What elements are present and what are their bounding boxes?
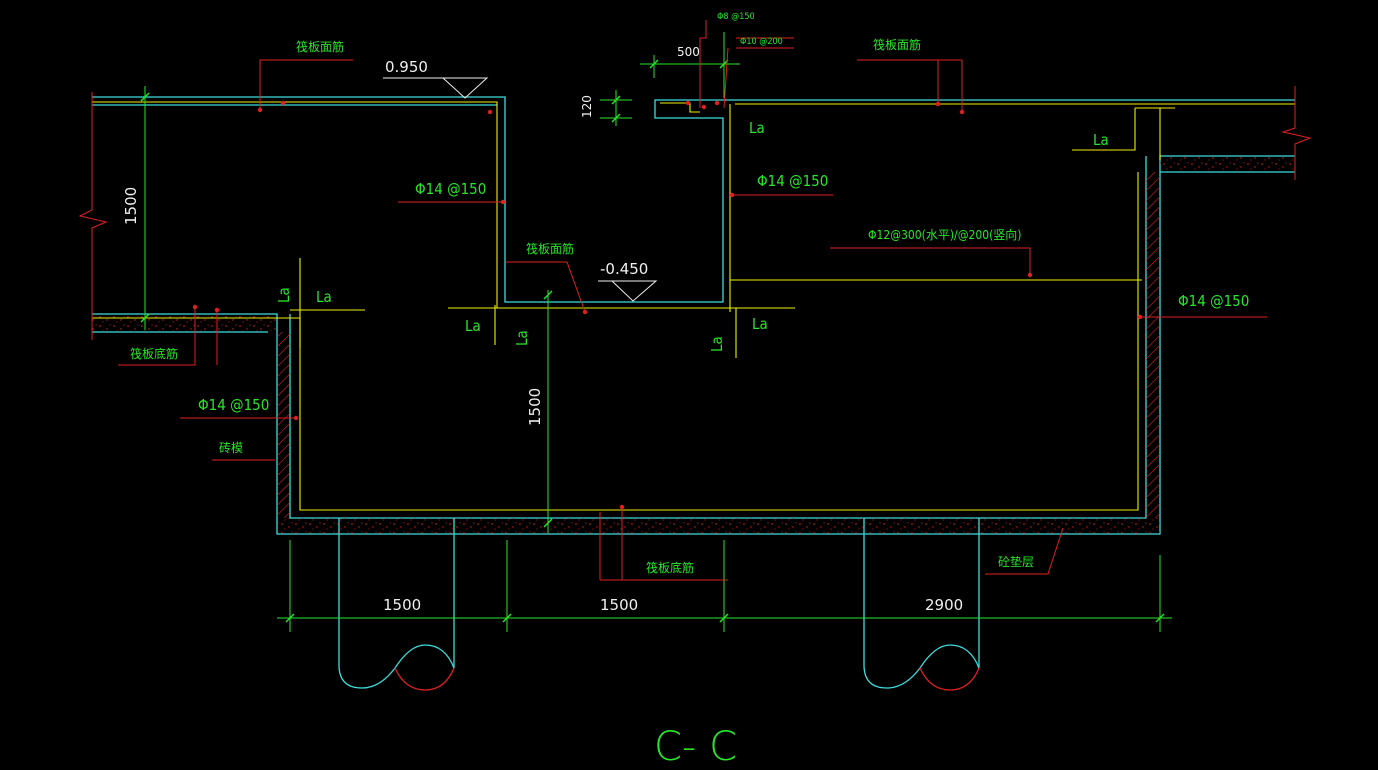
label-raft-top-bar-right: 筏板面筋	[873, 37, 921, 52]
level-marker-mid	[598, 280, 658, 302]
rebar-lines	[92, 101, 1295, 511]
dim-500: 500	[677, 45, 700, 59]
label-la-8: La	[1093, 131, 1109, 149]
label-raft-bottom-bar-bottom: 筏板底筋	[646, 560, 694, 575]
pile-arcs	[394, 644, 980, 691]
label-la-6: La	[708, 336, 726, 352]
leader-dots	[192, 100, 1143, 510]
dim-120: 120	[580, 95, 594, 118]
dim-left-height: 1500	[122, 187, 140, 225]
dim-span-3: 2900	[925, 596, 963, 614]
label-phi10: Φ10 @200	[740, 37, 783, 47]
label-la-4: La	[513, 330, 531, 346]
label-la-3: La	[465, 317, 481, 335]
right-slab-cushion	[1160, 157, 1295, 171]
level-mid-value: -0.450	[600, 260, 648, 278]
level-marker-top	[383, 77, 489, 99]
label-la-2: La	[275, 287, 293, 303]
break-lines	[78, 86, 1312, 340]
label-phi12: Φ12@300(水平)/@200(竖向)	[868, 227, 1022, 242]
level-top-value: 0.950	[385, 58, 428, 76]
label-phi14-right-wall: Φ14 @150	[1178, 292, 1249, 310]
dimension-lines	[144, 32, 1172, 632]
dimension-ticks	[140, 59, 1165, 623]
label-brick-form: 砖模	[219, 440, 243, 455]
label-phi14-right-pit: Φ14 @150	[757, 172, 828, 190]
bottom-cushion	[277, 518, 1160, 534]
label-phi8: Φ8 @150	[717, 12, 755, 22]
label-la-7: La	[749, 119, 765, 137]
label-raft-bottom-bar-left: 筏板底筋	[130, 346, 178, 361]
left-wall-hatch	[277, 332, 290, 518]
section-title: C- C	[654, 724, 737, 770]
leader-lines	[118, 20, 1267, 581]
label-la-1: La	[316, 288, 332, 306]
label-phi14-left-wall: Φ14 @150	[198, 396, 269, 414]
right-wall-hatch	[1146, 172, 1160, 518]
label-cushion: 砼垫层	[998, 554, 1034, 569]
dim-pit-height: 1500	[526, 388, 544, 426]
concrete-outline	[92, 96, 1295, 689]
left-slab-cushion	[92, 316, 277, 331]
label-la-5: La	[752, 315, 768, 333]
label-phi14-left-pit: Φ14 @150	[415, 180, 486, 198]
label-raft-top-bar-pit: 筏板面筋	[526, 241, 574, 256]
dim-span-2: 1500	[600, 596, 638, 614]
label-raft-top-bar-left: 筏板面筋	[296, 39, 344, 54]
dim-span-1: 1500	[383, 596, 421, 614]
